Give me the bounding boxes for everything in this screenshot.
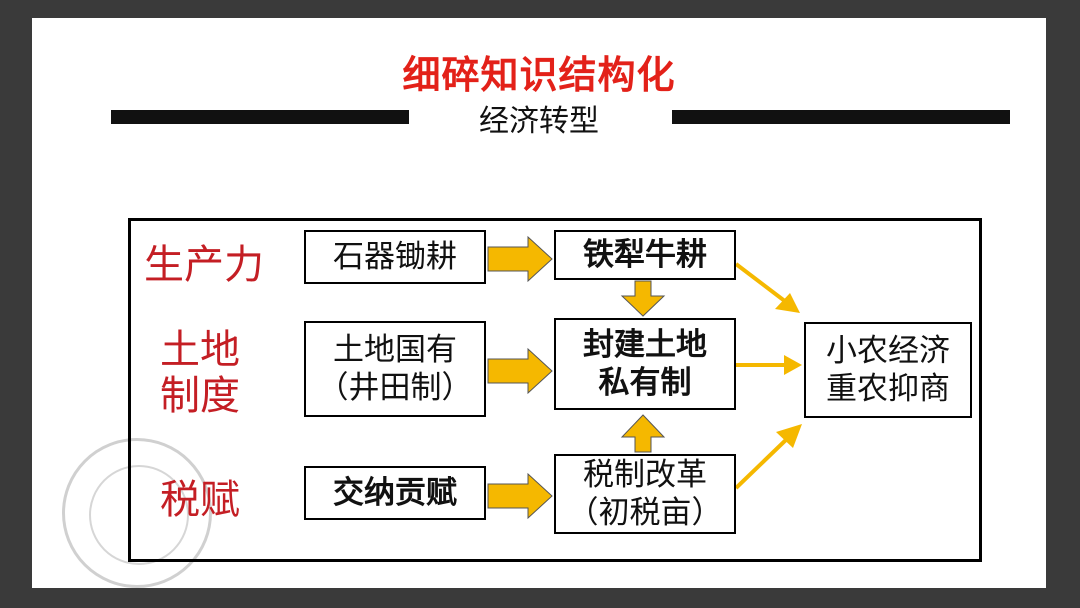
arrow-shiqi-to-tieli xyxy=(487,235,553,283)
box-small-peasant-economy: 小农经济 重农抑商 xyxy=(804,322,972,418)
box-iron-plough-text: 铁犁牛耕 xyxy=(583,237,707,273)
box-tax-reform-line2: （初税亩） xyxy=(567,495,723,531)
row-label-land-system-line2: 制度 xyxy=(160,373,240,419)
row-label-land-system-line1: 土地 xyxy=(160,327,240,373)
arrow-tieli-to-fengjian xyxy=(620,280,666,317)
arrow-tieli-to-xiaonong xyxy=(734,262,800,313)
stamp-icon xyxy=(62,438,212,588)
box-feudal-private-land-line2: 私有制 xyxy=(598,365,692,401)
box-stone-hoe-text: 石器锄耕 xyxy=(333,239,457,275)
arrow-shuizhi-to-xiaonong xyxy=(734,424,802,490)
slide-subtitle: 经济转型 xyxy=(479,104,599,139)
arrow-guoyou-to-fengjian xyxy=(487,347,553,395)
box-state-land-line1: 土地国有 xyxy=(333,332,457,368)
box-tax-reform: 税制改革 （初税亩） xyxy=(554,454,736,534)
box-small-peasant-economy-line2: 重农抑商 xyxy=(826,371,950,407)
box-small-peasant-economy-line1: 小农经济 xyxy=(826,333,950,369)
row-label-taxation: 税赋 xyxy=(160,477,240,523)
box-iron-plough: 铁犁牛耕 xyxy=(554,230,736,280)
box-feudal-private-land: 封建土地 私有制 xyxy=(554,318,736,410)
arrow-fengjian-to-xiaonong xyxy=(736,355,802,375)
slide-title: 细碎知识结构化 xyxy=(402,53,676,97)
box-tribute: 交纳贡赋 xyxy=(304,466,486,520)
arrow-shuizhi-to-fengjian xyxy=(620,414,666,453)
slide: 细碎知识结构化 经济转型 生产力 土地 制度 税赋 石器锄耕 铁犁牛耕 xyxy=(32,18,1046,588)
box-tribute-text: 交纳贡赋 xyxy=(333,475,457,511)
box-feudal-private-land-line1: 封建土地 xyxy=(583,327,707,363)
title-rule-left xyxy=(111,110,409,124)
box-state-land: 土地国有 （井田制） xyxy=(304,321,486,417)
flow-arrows xyxy=(487,235,802,520)
box-stone-hoe: 石器锄耕 xyxy=(304,230,486,284)
diagram-frame xyxy=(128,218,982,562)
arrow-jiaona-to-shuizhi xyxy=(487,472,553,520)
box-state-land-line2: （井田制） xyxy=(317,370,473,406)
title-rule-right xyxy=(672,110,1010,124)
row-label-productivity: 生产力 xyxy=(144,242,264,288)
box-tax-reform-line1: 税制改革 xyxy=(583,457,707,493)
stamp-inner-ring xyxy=(89,465,189,565)
